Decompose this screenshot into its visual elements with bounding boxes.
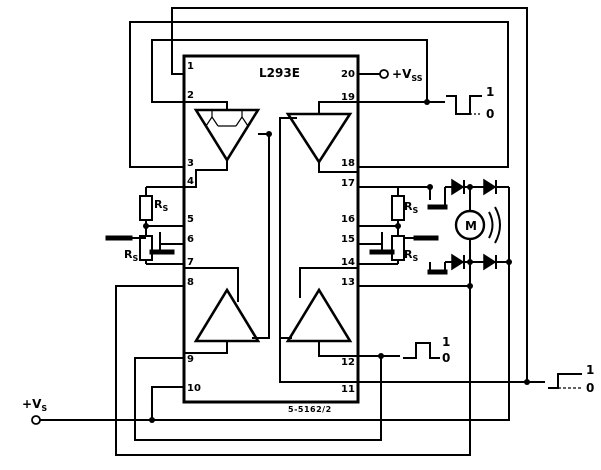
sense-network-left: RS RS xyxy=(105,186,184,265)
resistor-rs-3 xyxy=(391,195,405,221)
diode-bridge xyxy=(427,178,497,275)
pin-17: 17 xyxy=(341,178,355,189)
vs-label: +VS xyxy=(22,397,47,413)
waveform-input-bottom: 1 0 xyxy=(403,335,450,365)
pin-8: 8 xyxy=(187,277,194,288)
chip-label: L293E xyxy=(259,66,300,80)
motor: M xyxy=(454,206,501,244)
logic-high-top: 1 xyxy=(486,85,494,99)
logic-low-bottom: 0 xyxy=(442,351,450,365)
pin-15: 15 xyxy=(341,234,355,245)
pin-1: 1 xyxy=(187,61,194,72)
right-pin-numbers: 20 19 18 17 16 15 14 13 12 11 xyxy=(341,69,355,395)
pin-20: 20 xyxy=(341,69,355,80)
resistor-rs-2 xyxy=(139,235,153,261)
waveform-enable: 1 0 xyxy=(548,363,594,395)
resistor-rs-4 xyxy=(391,235,405,261)
internal-wiring xyxy=(171,56,358,357)
drawing-reference: 5-5162/2 xyxy=(288,405,332,414)
rs-label-bottom-left: RS xyxy=(124,248,138,263)
sense-network-right: RS RS xyxy=(358,187,439,265)
logic-low-enable: 0 xyxy=(586,381,594,395)
vss-terminal: +VSS xyxy=(379,67,423,83)
enable-line-left xyxy=(252,133,270,339)
pin-12: 12 xyxy=(341,357,355,368)
waveform-input-top: 1 0 xyxy=(446,85,494,121)
pin-14: 14 xyxy=(341,257,355,268)
logic-high-enable: 1 xyxy=(586,363,594,377)
left-pin-numbers: 1 2 3 4 5 6 7 8 9 10 xyxy=(187,61,201,394)
pin-18: 18 xyxy=(341,158,355,169)
pin-3: 3 xyxy=(187,158,194,169)
pin-6: 6 xyxy=(187,234,194,245)
resistor-rs-1 xyxy=(139,195,153,221)
pin-9: 9 xyxy=(187,354,194,365)
pin-7: 7 xyxy=(187,257,194,268)
external-wiring xyxy=(40,7,545,456)
rs-label-bottom-right: RS xyxy=(404,248,418,263)
enable-line-right xyxy=(279,117,297,339)
pin-16: 16 xyxy=(341,214,355,225)
vs-terminal: +VS xyxy=(22,397,47,425)
pin-19: 19 xyxy=(341,92,355,103)
pin-2: 2 xyxy=(187,90,194,101)
l293e-chip xyxy=(182,54,360,404)
vss-label: +VSS xyxy=(392,67,423,83)
pin-11: 11 xyxy=(341,384,355,395)
pin-10: 10 xyxy=(187,383,201,394)
pin-13: 13 xyxy=(341,277,355,288)
logic-low-top: 0 xyxy=(486,107,494,121)
motor-label: M xyxy=(465,219,477,233)
rs-label-top-left: RS xyxy=(154,198,168,213)
logic-high-bottom: 1 xyxy=(442,335,450,349)
pin-4: 4 xyxy=(187,176,194,187)
rs-label-top-right: RS xyxy=(404,200,418,215)
pin-5: 5 xyxy=(187,214,194,225)
